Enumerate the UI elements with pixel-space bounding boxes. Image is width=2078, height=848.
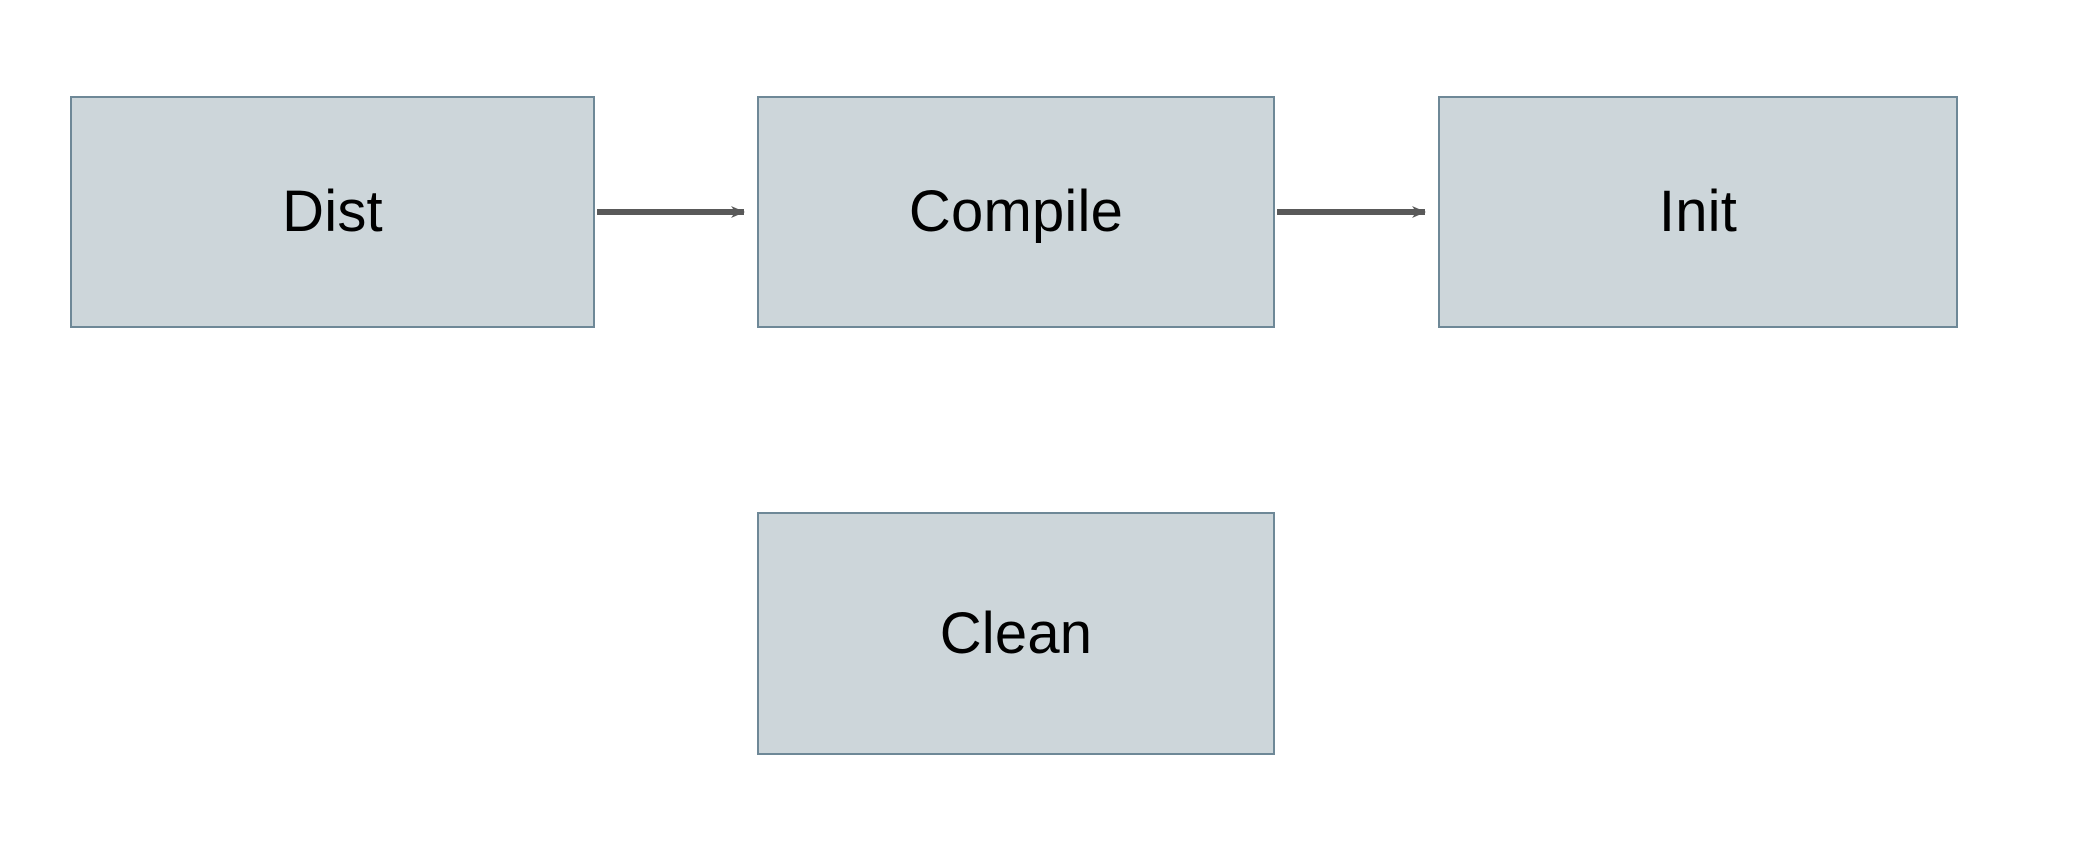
node-compile[interactable]: Compile bbox=[757, 96, 1275, 328]
node-compile-label: Compile bbox=[908, 179, 1124, 244]
node-init[interactable]: Init bbox=[1438, 96, 1958, 328]
node-init-label: Init bbox=[1658, 179, 1738, 244]
node-dist[interactable]: Dist bbox=[70, 96, 595, 328]
node-clean[interactable]: Clean bbox=[757, 512, 1275, 755]
node-dist-label: Dist bbox=[282, 179, 383, 244]
node-clean-label: Clean bbox=[939, 600, 1093, 666]
